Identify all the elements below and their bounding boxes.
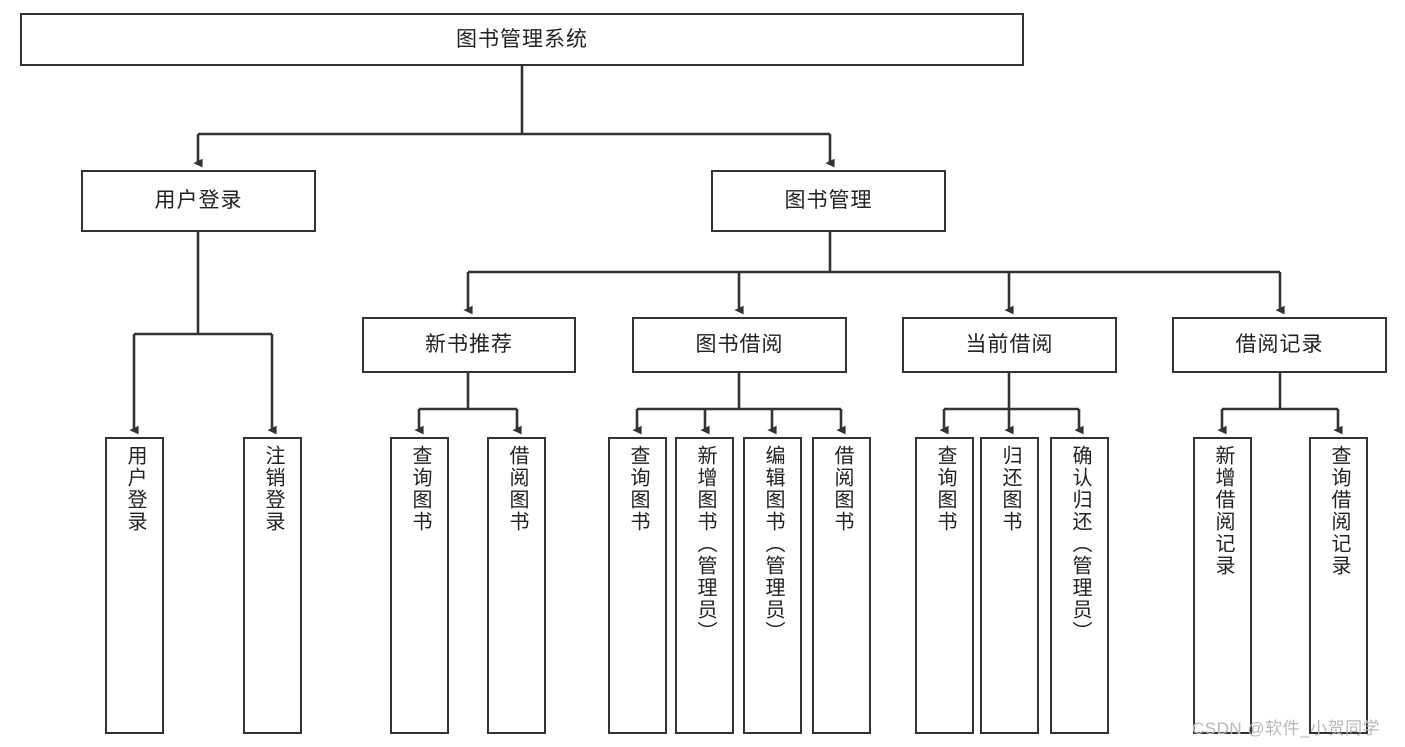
leaf-edit-book-admin[interactable]: 编辑图书（管理员）	[743, 437, 802, 734]
leaf-query-books-borrowing[interactable]: 查询图书	[608, 437, 667, 734]
leaf-borrow-books-borrowing[interactable]: 借阅图书	[812, 437, 871, 734]
node-borrow-records[interactable]: 借阅记录	[1172, 317, 1387, 373]
leaf-logout[interactable]: 注销登录	[243, 437, 302, 734]
node-new-book-recommendation[interactable]: 新书推荐	[362, 317, 576, 373]
leaf-return-books[interactable]: 归还图书	[980, 437, 1039, 734]
node-root-book-management-system[interactable]: 图书管理系统	[20, 13, 1024, 66]
node-book-borrowing[interactable]: 图书借阅	[632, 317, 847, 373]
leaf-query-borrow-record[interactable]: 查询借阅记录	[1309, 437, 1368, 734]
leaf-query-books-recommend[interactable]: 查询图书	[390, 437, 449, 734]
leaf-borrow-books-recommend[interactable]: 借阅图书	[487, 437, 546, 734]
leaf-query-books-current[interactable]: 查询图书	[915, 437, 974, 734]
node-user-login[interactable]: 用户登录	[81, 170, 316, 232]
node-book-management[interactable]: 图书管理	[711, 170, 946, 232]
node-current-borrowing[interactable]: 当前借阅	[902, 317, 1117, 373]
leaf-user-login[interactable]: 用户登录	[105, 437, 164, 734]
leaf-add-book-admin[interactable]: 新增图书（管理员）	[675, 437, 734, 734]
csdn-watermark: CSDN @软件_小贺同学	[1192, 719, 1381, 738]
leaf-add-borrow-record[interactable]: 新增借阅记录	[1193, 437, 1252, 734]
leaf-confirm-return-admin[interactable]: 确认归还（管理员）	[1050, 437, 1109, 734]
